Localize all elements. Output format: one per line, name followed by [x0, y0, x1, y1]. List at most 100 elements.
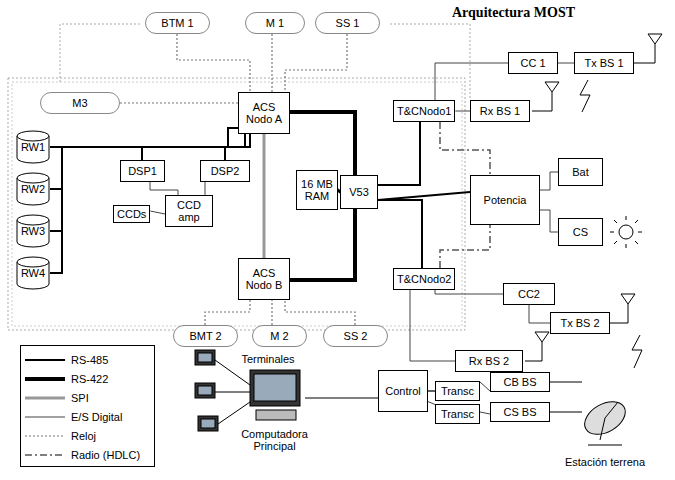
process-box: CCDs [113, 205, 150, 223]
legend-line-sample [25, 377, 65, 381]
cylinder-top [17, 215, 49, 225]
bus-pill: M 1 [245, 12, 305, 34]
node-label: ACS Nodo A [242, 101, 286, 125]
connector [378, 192, 470, 200]
node-label: Control [385, 385, 420, 397]
legend-text: RS-422 [71, 373, 108, 385]
connector [540, 172, 558, 190]
connector [435, 290, 503, 294]
process-box: T&CNodo2 [393, 268, 455, 290]
process-box: CS BS [490, 402, 550, 422]
process-box: Control [378, 370, 428, 412]
node-label: Rx BS 1 [480, 105, 520, 117]
process-box: V53 [340, 175, 378, 209]
wheel-cylinder: RW1 [16, 130, 50, 164]
legend-text: E/S Digital [71, 411, 122, 423]
process-box: CC2 [503, 283, 555, 305]
node-label: Tx BS 1 [584, 57, 623, 69]
cylinder-top [17, 173, 49, 183]
node-label: CCDs [117, 208, 146, 220]
node-label: 16 MB RAM [300, 178, 334, 202]
process-box: CCD amp [165, 195, 213, 227]
node-label: RW4 [21, 267, 45, 279]
node-label: T&CNodo1 [397, 105, 451, 117]
process-box: DSP2 [200, 160, 250, 182]
connector [378, 200, 422, 268]
process-box: Tx BS 1 [574, 52, 634, 74]
process-box: CS [558, 218, 603, 246]
connector [50, 128, 238, 147]
connector [558, 63, 574, 64]
process-box: ACS Nodo B [238, 258, 290, 300]
legend-row: E/S Digital [25, 407, 150, 426]
connector [271, 300, 272, 325]
connector [428, 402, 435, 405]
process-box: 16 MB RAM [296, 170, 338, 210]
node-label: M 1 [266, 17, 284, 29]
node-label: DSP2 [211, 165, 240, 177]
connector [435, 63, 508, 100]
node-label: M 2 [270, 330, 288, 342]
process-box: CC 1 [508, 52, 558, 74]
process-box: Tx BS 2 [550, 312, 610, 334]
connector [150, 182, 178, 195]
caption-text: Computadora Principal [241, 428, 308, 452]
legend-swatch [25, 374, 65, 384]
bus-pill: SS 1 [315, 12, 380, 34]
legend-swatch [25, 355, 65, 365]
connector [205, 182, 206, 195]
connector [480, 412, 490, 414]
caption-text: Estación terrena [565, 456, 645, 468]
node-label: CCD amp [169, 199, 209, 223]
connector [150, 211, 165, 214]
bus-pill: BTM 1 [145, 12, 210, 34]
node-label: DSP1 [128, 165, 157, 177]
connector [455, 111, 470, 112]
legend-swatch [25, 431, 65, 441]
connector [205, 300, 250, 325]
legend-box: RS-485RS-422SPIE/S DigitalRelojRadio (HD… [20, 345, 155, 467]
node-label: Tx BS 2 [560, 317, 599, 329]
node-label: Transc [441, 385, 474, 397]
legend-line-sample [25, 435, 65, 436]
legend-line-sample [25, 359, 65, 361]
process-box: Rx BS 2 [455, 350, 523, 372]
legend-text: RS-485 [71, 354, 108, 366]
node-label: RW2 [21, 183, 45, 195]
legend-swatch [25, 393, 65, 403]
connector [290, 209, 355, 280]
node-label: CS BS [503, 406, 536, 418]
wheel-cylinder: RW4 [16, 256, 50, 290]
bus-pill: M 2 [252, 325, 307, 347]
process-box: Transc [435, 381, 480, 401]
diagram-title: Arquitectura MOST [452, 5, 575, 21]
node-label: SS 2 [344, 330, 368, 342]
legend-line-sample [25, 416, 65, 417]
bus-pill: BMT 2 [173, 325, 238, 347]
node-label: CS [573, 226, 588, 238]
node-label: CB BS [503, 376, 536, 388]
caption-label: Estación terrena [560, 456, 650, 468]
caption-label: Terminales [238, 353, 298, 365]
process-box: CB BS [490, 372, 550, 392]
legend-row: RS-422 [25, 369, 150, 388]
node-label: Transc [441, 408, 474, 420]
process-box: Rx BS 1 [470, 100, 530, 122]
bus-pill: SS 2 [323, 325, 388, 347]
node-label: Bat [572, 166, 589, 178]
connector [225, 134, 250, 160]
legend-swatch [25, 412, 65, 422]
process-box: Bat [558, 158, 603, 186]
bus-pill: M3 [40, 92, 120, 114]
connector [285, 34, 347, 92]
legend-text: Radio (HDLC) [71, 449, 140, 461]
connector [428, 391, 435, 392]
connector [290, 112, 355, 175]
legend-row: RS-485 [25, 350, 150, 369]
legend-text: Reloj [71, 430, 96, 442]
node-label: BMT 2 [189, 330, 221, 342]
connector [378, 122, 420, 185]
connector [440, 225, 490, 268]
connector [529, 305, 550, 323]
cylinder-top [17, 131, 49, 141]
